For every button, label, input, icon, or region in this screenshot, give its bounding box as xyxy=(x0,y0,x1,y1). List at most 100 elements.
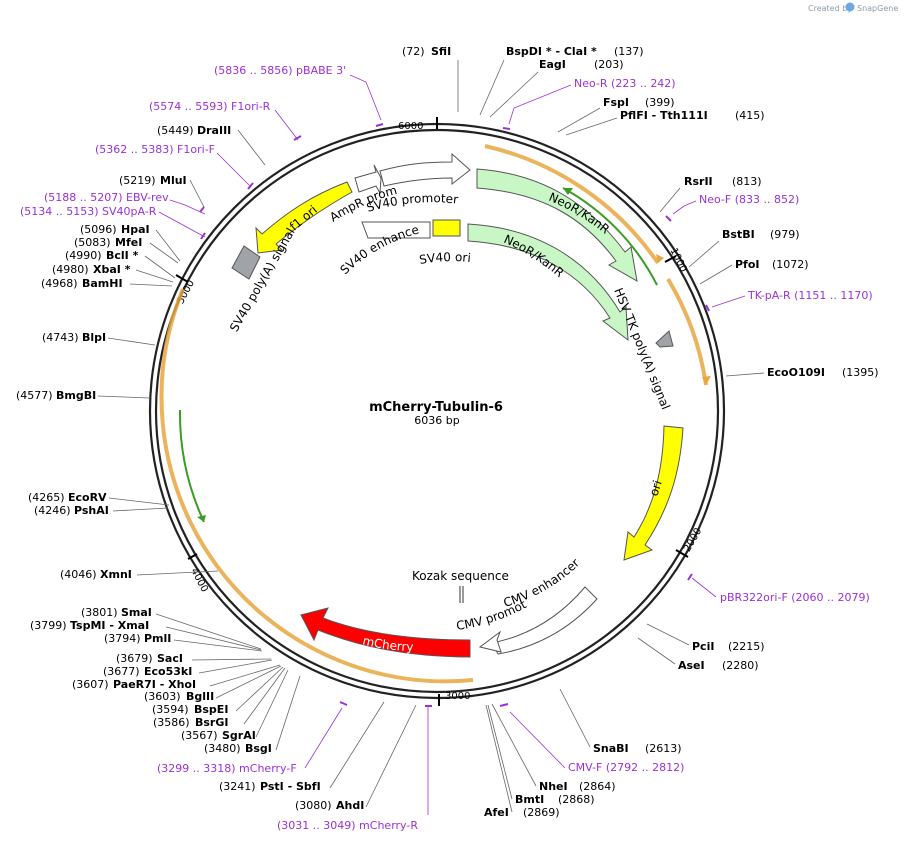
tick-label-3000: 3000 xyxy=(445,691,470,702)
site-num: (137) xyxy=(614,45,644,58)
primer-label[interactable]: (5574 .. 5593) F1ori-R xyxy=(149,100,271,113)
site-num: (399) xyxy=(645,96,675,109)
plasmid-length: 6036 bp xyxy=(414,414,459,427)
site-name[interactable]: AseI xyxy=(678,659,705,672)
site-num: (4968) xyxy=(41,277,78,290)
f1-ori-arrow[interactable] xyxy=(255,181,353,254)
site-num: (2868) xyxy=(558,793,595,806)
site-num: (3567) xyxy=(181,729,218,742)
site-name[interactable]: AfeI xyxy=(484,806,509,819)
snapgene-logo-icon xyxy=(845,2,855,12)
hsv-tk-label: HSV TK poly(A) signal xyxy=(611,286,673,412)
site-name[interactable]: BspEI xyxy=(194,703,228,716)
site-name[interactable]: PshAI xyxy=(74,504,109,517)
sv40-promoter-arrow[interactable] xyxy=(379,152,471,187)
site-name[interactable]: PfoI xyxy=(735,258,760,271)
site-num: (979) xyxy=(770,228,800,241)
site-name[interactable]: BclI * xyxy=(106,249,139,262)
mcherry-arrow[interactable] xyxy=(300,607,471,658)
cmv-enhancer-arrow[interactable] xyxy=(491,586,598,655)
site-name[interactable]: EcoO109I xyxy=(767,366,825,379)
site-name[interactable]: BstBI xyxy=(722,228,755,241)
ampr-promoter-arrow[interactable] xyxy=(354,164,382,195)
site-name[interactable]: SacI xyxy=(157,652,183,665)
primer-leader-lines xyxy=(158,74,746,815)
site-name[interactable]: BmtI xyxy=(515,793,544,806)
site-num: (4743) xyxy=(42,331,79,344)
primer-label[interactable]: (5836 .. 5856) pBABE 3' xyxy=(214,64,346,77)
site-name[interactable]: TspMI - XmaI xyxy=(70,619,149,632)
ori-arrow[interactable] xyxy=(623,425,684,561)
site-name[interactable]: MfeI xyxy=(115,236,142,249)
site-name[interactable]: XmnI xyxy=(100,568,132,581)
site-name[interactable]: PaeR7I - XhoI xyxy=(113,678,196,691)
primer-label[interactable]: (5188 .. 5207) EBV-rev xyxy=(44,191,169,204)
site-num: (5219) xyxy=(119,174,156,187)
site-num: (3801) xyxy=(81,606,118,619)
site-num: (3799) xyxy=(30,619,67,632)
tick-2000 xyxy=(675,549,689,558)
site-name[interactable]: BmgBI xyxy=(56,389,96,402)
site-name[interactable]: BsrGI xyxy=(195,716,228,729)
site-name[interactable]: BlpI xyxy=(82,331,106,344)
site-name[interactable]: AhdI xyxy=(336,799,364,812)
primer-label[interactable]: CMV-F (2792 .. 2812) xyxy=(568,761,684,774)
site-name[interactable]: PstI - SbfI xyxy=(260,780,321,793)
site-num: (5083) xyxy=(74,236,111,249)
sv40-ori-box[interactable] xyxy=(432,219,461,237)
primer-label[interactable]: Neo-R (223 .. 242) xyxy=(574,77,676,90)
neo-inner-arrow[interactable] xyxy=(467,223,629,342)
neo-orf-arc xyxy=(484,144,660,265)
site-name[interactable]: DraIII xyxy=(197,124,231,137)
tick-label-1000: 1000 xyxy=(668,246,689,274)
sv40-enhancer-box[interactable] xyxy=(361,221,431,239)
site-name[interactable]: EagI xyxy=(539,58,566,71)
primer-label[interactable]: (5362 .. 5383) F1ori-F xyxy=(95,143,215,156)
site-num: (1395) xyxy=(842,366,879,379)
site-name[interactable]: BsgI xyxy=(245,742,272,755)
primer-label[interactable]: (3299 .. 3318) mCherry-F xyxy=(157,762,297,775)
sv40-polya-box[interactable] xyxy=(231,245,261,280)
primer-label[interactable]: pBR322ori-F (2060 .. 2079) xyxy=(720,591,870,604)
site-name[interactable]: Eco53kI xyxy=(144,665,192,678)
neo-outer-arrow[interactable] xyxy=(476,168,638,282)
primer-label[interactable]: TK-pA-R (1151 .. 1170) xyxy=(747,289,873,302)
primer-label[interactable]: Neo-F (833 .. 852) xyxy=(699,193,799,206)
site-num: (3480) xyxy=(204,742,241,755)
site-num: (3586) xyxy=(153,716,190,729)
site-name[interactable]: SnaBI xyxy=(593,742,629,755)
left-inner-orf-arrowhead xyxy=(197,515,206,522)
tick-label-6000: 6000 xyxy=(398,121,423,132)
site-name[interactable]: SgrAI xyxy=(222,729,256,742)
hsv-tk-box[interactable] xyxy=(655,330,674,348)
site-name[interactable]: RsrII xyxy=(684,175,713,188)
primer-label[interactable]: (3031 .. 3049) mCherry-R xyxy=(277,819,418,832)
site-name[interactable]: HpaI xyxy=(121,223,150,236)
site-name[interactable]: BglII xyxy=(186,690,214,703)
site-num: (4046) xyxy=(60,568,97,581)
site-num: (3677) xyxy=(103,665,140,678)
site-num: (813) xyxy=(732,175,762,188)
site-name[interactable]: BamHI xyxy=(82,277,123,290)
sv40-ori-label: SV40 ori xyxy=(418,250,471,267)
tick-1000 xyxy=(664,255,677,263)
site-num: (415) xyxy=(735,109,765,122)
site-num: (5096) xyxy=(80,223,117,236)
primer-label[interactable]: (5134 .. 5153) SV40pA-R xyxy=(20,205,157,218)
site-name[interactable]: XbaI * xyxy=(93,263,131,276)
site-name[interactable]: SfiI xyxy=(431,45,451,58)
site-num: (3241) xyxy=(219,780,256,793)
site-name[interactable]: EcoRV xyxy=(68,491,107,504)
site-name[interactable]: PflFI - Tth111I xyxy=(620,109,708,122)
site-name[interactable]: PmlI xyxy=(144,632,171,645)
site-name[interactable]: PciI xyxy=(692,640,714,653)
credit-text: Created by xyxy=(808,4,852,13)
cmv-promoter-arrow[interactable] xyxy=(478,630,502,653)
site-name[interactable]: BspDI * - ClaI * xyxy=(506,45,597,58)
site-name[interactable]: SmaI xyxy=(121,606,152,619)
site-name[interactable]: FspI xyxy=(603,96,629,109)
site-num: (4980) xyxy=(52,263,89,276)
site-name[interactable]: NheI xyxy=(539,780,568,793)
site-num: (3794) xyxy=(104,632,141,645)
site-name[interactable]: MluI xyxy=(160,174,187,187)
